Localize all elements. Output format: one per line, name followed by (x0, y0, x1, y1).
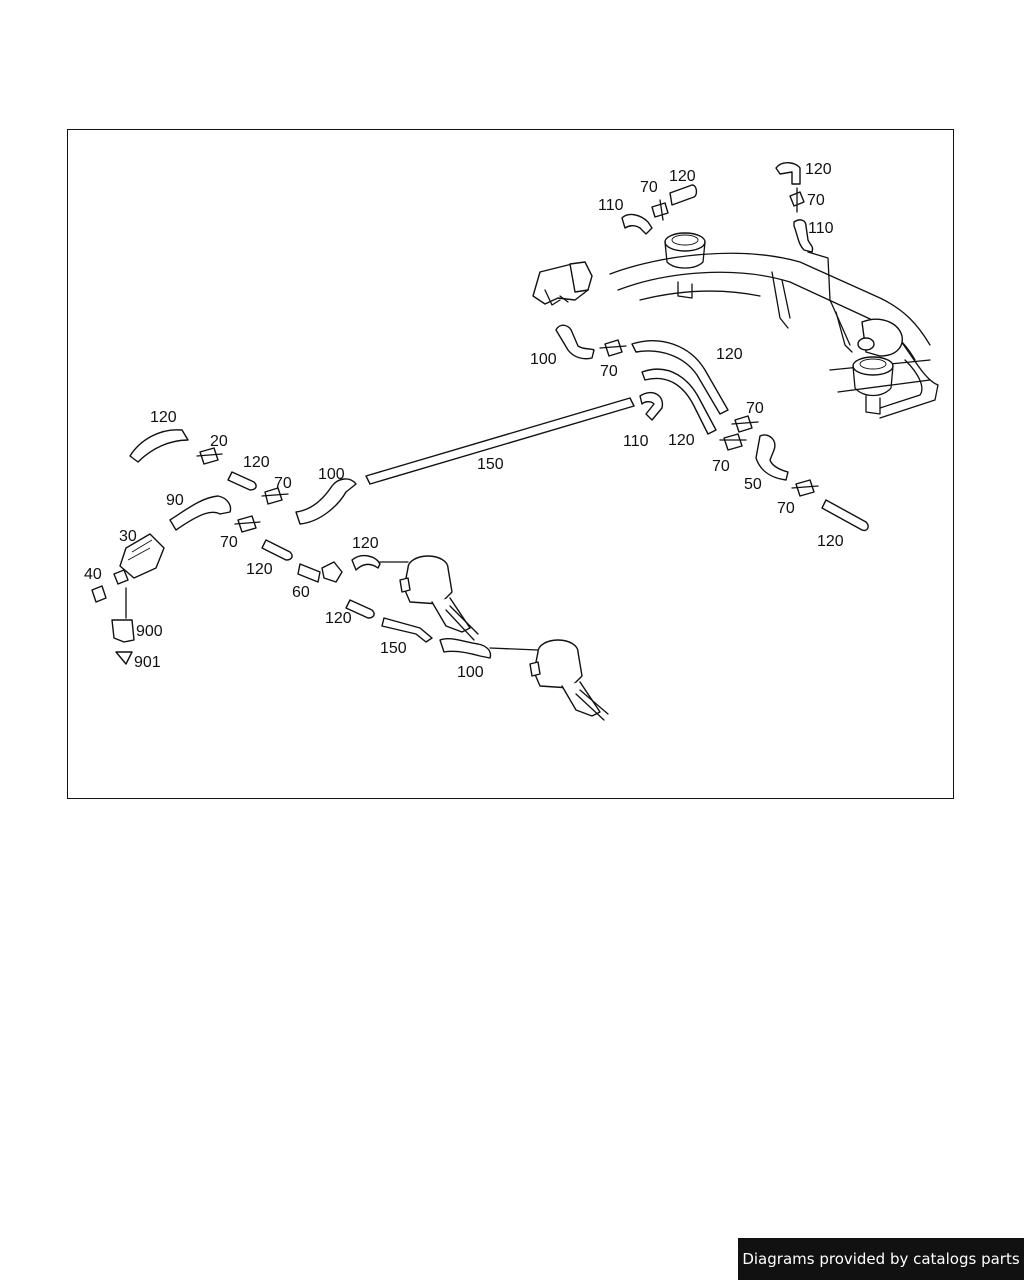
callout-70-top-middle: 70 (640, 179, 658, 196)
credit-banner: Diagrams provided by catalogs parts (738, 1238, 1024, 1280)
intake-manifold-pipe (609, 232, 939, 419)
callout-120-left-2: 120 (243, 454, 270, 471)
callout-120-long-hose: 120 (716, 346, 743, 363)
callout-70-right-1: 70 (746, 400, 764, 417)
callout-90: 90 (166, 492, 184, 509)
callout-100-sensor: 100 (530, 351, 557, 368)
callout-70-left-1: 70 (274, 475, 292, 492)
hose-assembly-right (639, 368, 869, 532)
callout-70-right-2: 70 (712, 458, 730, 475)
callout-901: 901 (134, 654, 161, 671)
callout-40: 40 (84, 566, 102, 583)
callout-110-top-right: 110 (808, 220, 834, 237)
switchover-valve (91, 533, 165, 665)
callout-150-lower: 150 (380, 640, 407, 657)
callout-50: 50 (744, 476, 762, 493)
callout-120-left-1: 120 (150, 409, 177, 426)
callout-120-top-middle: 120 (669, 168, 696, 185)
callout-30: 30 (119, 528, 137, 545)
callout-100-middle: 100 (318, 466, 345, 483)
callout-120-left-3: 120 (246, 561, 273, 578)
callout-900: 900 (136, 623, 163, 640)
small-hose-set-right (775, 162, 814, 253)
long-vacuum-line (365, 397, 635, 485)
callout-70-top-right: 70 (807, 192, 825, 209)
pressure-sensor (532, 261, 593, 306)
callout-60: 60 (292, 584, 310, 601)
hose-assembly-left (129, 429, 492, 659)
callout-70-right-3: 70 (777, 500, 795, 517)
callout-20: 20 (210, 433, 228, 450)
callout-120-top-right: 120 (805, 161, 832, 178)
vacuum-actuator-upper (379, 555, 479, 641)
callout-100-lower: 100 (457, 664, 484, 681)
callout-120-right: 120 (668, 432, 695, 449)
callout-110-top-middle: 110 (598, 197, 624, 214)
callout-110-right: 110 (623, 433, 649, 450)
callout-120-lower: 120 (325, 610, 352, 627)
vacuum-actuator-lower (489, 639, 609, 721)
small-hose-set-top (621, 184, 698, 235)
callout-150-main-line: 150 (477, 456, 504, 473)
callout-70-sensor: 70 (600, 363, 618, 380)
callout-120-bottom-right: 120 (817, 533, 844, 550)
callout-120-valve: 120 (352, 535, 379, 552)
hose-assembly-upper (555, 324, 729, 415)
callout-70-left-2: 70 (220, 534, 238, 551)
